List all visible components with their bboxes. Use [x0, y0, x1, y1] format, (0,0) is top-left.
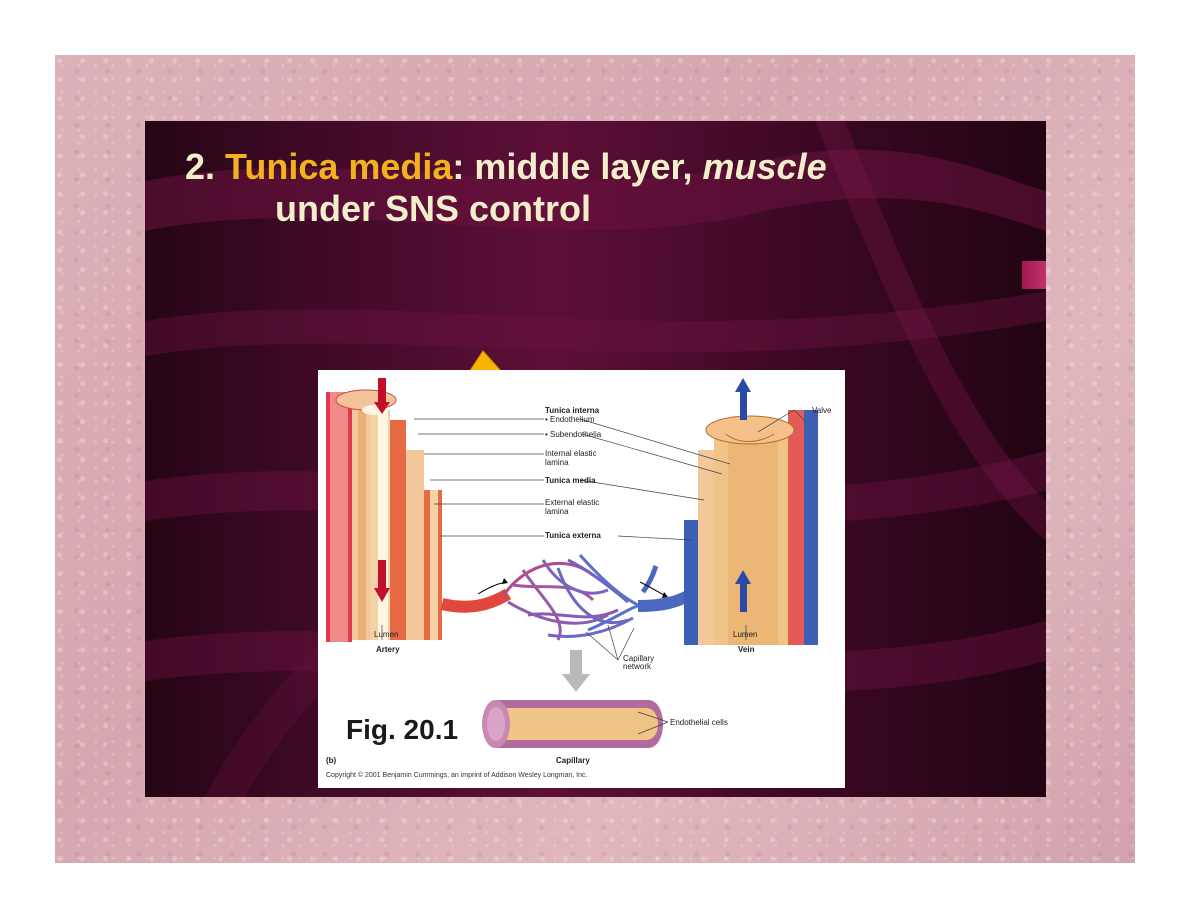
figure-caption: Fig. 20.1: [346, 714, 459, 745]
vessel-figure: Tunica interna • Endothelium • Subendoth…: [318, 370, 845, 788]
capillary-illustration: [482, 700, 663, 748]
title-highlight: Tunica media: [225, 146, 453, 187]
label-capillary: Capillary: [556, 756, 590, 765]
slide-title: 2. Tunica media: middle layer, muscle un…: [185, 146, 985, 230]
label-internal-elastic-2: lamina: [545, 458, 569, 467]
label-artery: Artery: [376, 645, 400, 654]
title-italic: muscle: [702, 146, 827, 187]
slide-edge-tab: [1022, 261, 1046, 289]
vein-illustration: [684, 378, 818, 645]
capillary-network-illustration: [501, 553, 649, 641]
artery-illustration: [326, 378, 442, 642]
label-subendothelial: • Subendothelia: [545, 430, 602, 439]
slide: 2. Tunica media: middle layer, muscle un…: [145, 121, 1046, 797]
label-external-elastic-2: lamina: [545, 507, 569, 516]
figure-copyright: Copyright © 2001 Benjamin Cummings, an i…: [326, 772, 588, 779]
label-tunica-media: Tunica media: [545, 476, 596, 485]
title-number: 2.: [185, 146, 226, 187]
label-valve: Valve: [812, 406, 832, 415]
label-endothelium: • Endothelium: [545, 415, 595, 424]
label-endothelial-cells: Endothelial cells: [670, 718, 728, 727]
label-tunica-externa: Tunica externa: [545, 531, 601, 540]
label-capillary-network-2: network: [623, 662, 652, 671]
label-external-elastic-1: External elastic: [545, 498, 600, 507]
vessel-illustration: [326, 378, 818, 748]
label-lumen-vein: Lumen: [733, 630, 758, 639]
leader-lines: [381, 409, 807, 735]
label-internal-elastic-1: Internal elastic: [545, 449, 597, 458]
title-line-2: under SNS control: [275, 188, 592, 229]
label-lumen-artery: Lumen: [374, 630, 399, 639]
title-rest: : middle layer,: [452, 146, 703, 187]
panel-letter: (b): [326, 756, 337, 765]
label-capillary-network-1: Capillary: [623, 654, 655, 663]
label-vein: Vein: [738, 645, 755, 654]
label-tunica-interna: Tunica interna: [545, 406, 600, 415]
